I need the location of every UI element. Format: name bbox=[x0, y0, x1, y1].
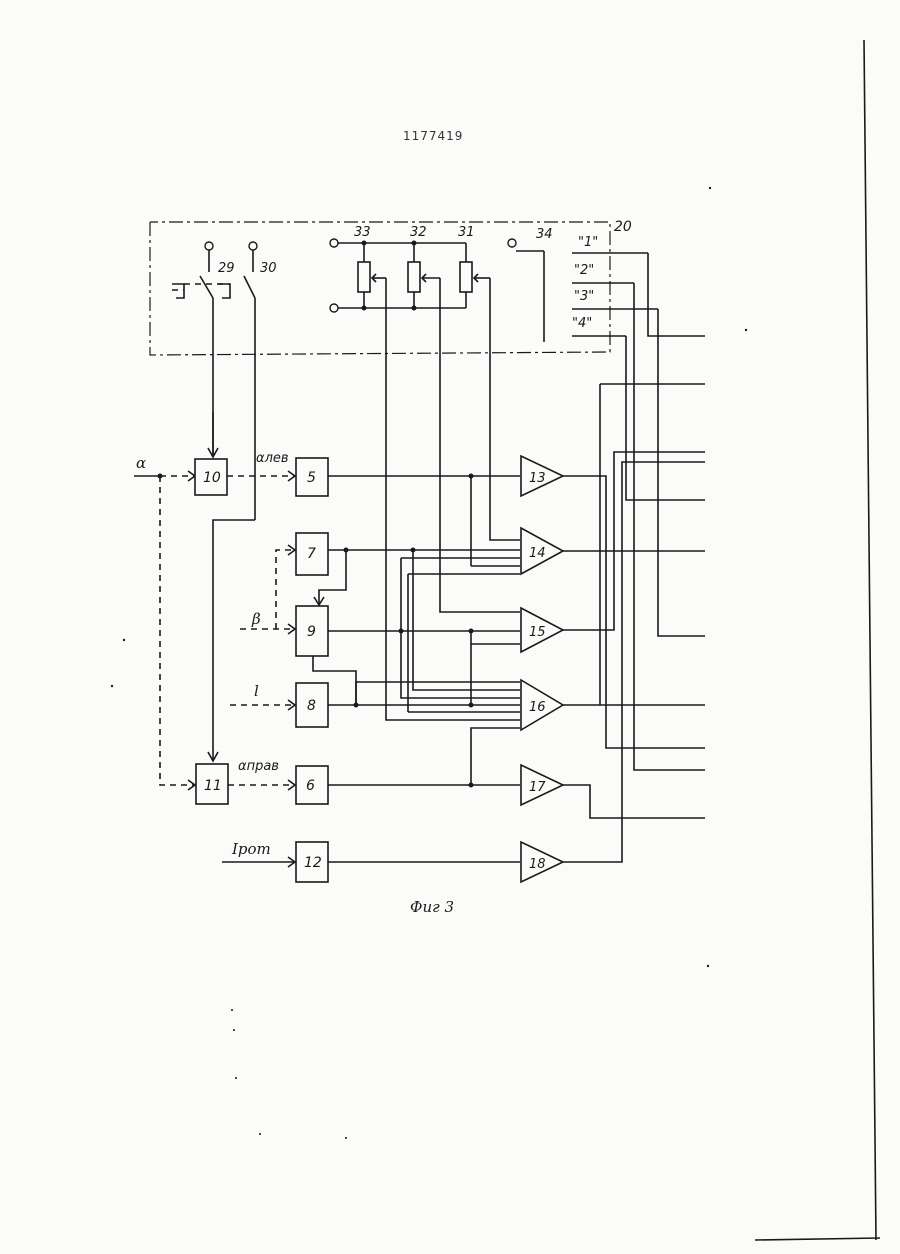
page-bottom-line bbox=[755, 1238, 880, 1240]
svg-text:15: 15 bbox=[529, 625, 546, 640]
block-9: 9 bbox=[296, 606, 328, 656]
terminal-34: 34 bbox=[508, 227, 553, 342]
svg-text:18: 18 bbox=[529, 857, 546, 872]
svg-text:17: 17 bbox=[529, 780, 546, 795]
figure-caption: Фиг 3 bbox=[410, 898, 454, 916]
amplifier-16: 16 bbox=[521, 680, 563, 730]
svg-text:9: 9 bbox=[307, 624, 316, 640]
svg-text:34: 34 bbox=[536, 227, 553, 242]
resistor-31: 31 bbox=[458, 225, 490, 308]
block-12: 12 bbox=[296, 842, 328, 882]
svg-text:14: 14 bbox=[529, 546, 546, 561]
signal-alpha-left: αлев bbox=[256, 451, 289, 466]
svg-text:16: 16 bbox=[529, 700, 546, 715]
amplifier-15: 15 bbox=[521, 608, 563, 652]
amplifier-14: 14 bbox=[521, 528, 563, 574]
svg-text:11: 11 bbox=[204, 778, 222, 794]
svg-text:6: 6 bbox=[306, 778, 315, 794]
switch-30-label: 30 bbox=[260, 261, 277, 276]
panel-outputs: "1" "2" "3" "4" bbox=[572, 235, 658, 336]
switch-29-label: 29 bbox=[218, 261, 235, 276]
input-irot-label: Iрот bbox=[231, 840, 271, 858]
svg-text:31: 31 bbox=[458, 225, 475, 240]
resistor-32: 32 bbox=[408, 225, 440, 311]
block-6: 6 bbox=[296, 766, 328, 804]
svg-text:13: 13 bbox=[529, 471, 546, 486]
page-edge-line bbox=[864, 40, 876, 1240]
rail-terminal-top bbox=[330, 239, 338, 247]
amplifier-18: 18 bbox=[521, 842, 563, 882]
panel-label: 20 bbox=[614, 219, 632, 235]
output-2-label: "2" bbox=[574, 263, 594, 278]
amplifier-13: 13 bbox=[521, 456, 563, 496]
svg-text:5: 5 bbox=[307, 470, 316, 486]
output-3-label: "3" bbox=[574, 289, 594, 304]
block-10: 10 bbox=[195, 459, 227, 495]
rail-terminal-bottom bbox=[330, 304, 338, 312]
document-number: 1177419 bbox=[403, 129, 463, 143]
resistor-33: 33 bbox=[354, 225, 386, 311]
input-alpha-label: α bbox=[136, 454, 146, 472]
block-11: 11 bbox=[196, 764, 228, 804]
svg-text:10: 10 bbox=[203, 470, 221, 486]
svg-text:8: 8 bbox=[307, 698, 316, 714]
switch-29: 29 bbox=[172, 242, 235, 456]
input-l-label: l bbox=[254, 682, 259, 700]
svg-text:32: 32 bbox=[410, 225, 427, 240]
block-7: 7 bbox=[296, 533, 328, 575]
block-8: 8 bbox=[296, 683, 328, 727]
svg-text:7: 7 bbox=[307, 546, 316, 562]
block-5: 5 bbox=[296, 458, 328, 496]
scan-noise bbox=[111, 187, 747, 1139]
input-beta-label: β bbox=[251, 610, 261, 628]
svg-text:33: 33 bbox=[354, 225, 371, 240]
output-1-label: "1" bbox=[578, 235, 598, 250]
svg-text:12: 12 bbox=[304, 855, 322, 871]
amplifier-17: 17 bbox=[521, 765, 563, 805]
output-4-label: "4" bbox=[572, 316, 592, 331]
signal-alpha-right: αправ bbox=[238, 759, 279, 774]
